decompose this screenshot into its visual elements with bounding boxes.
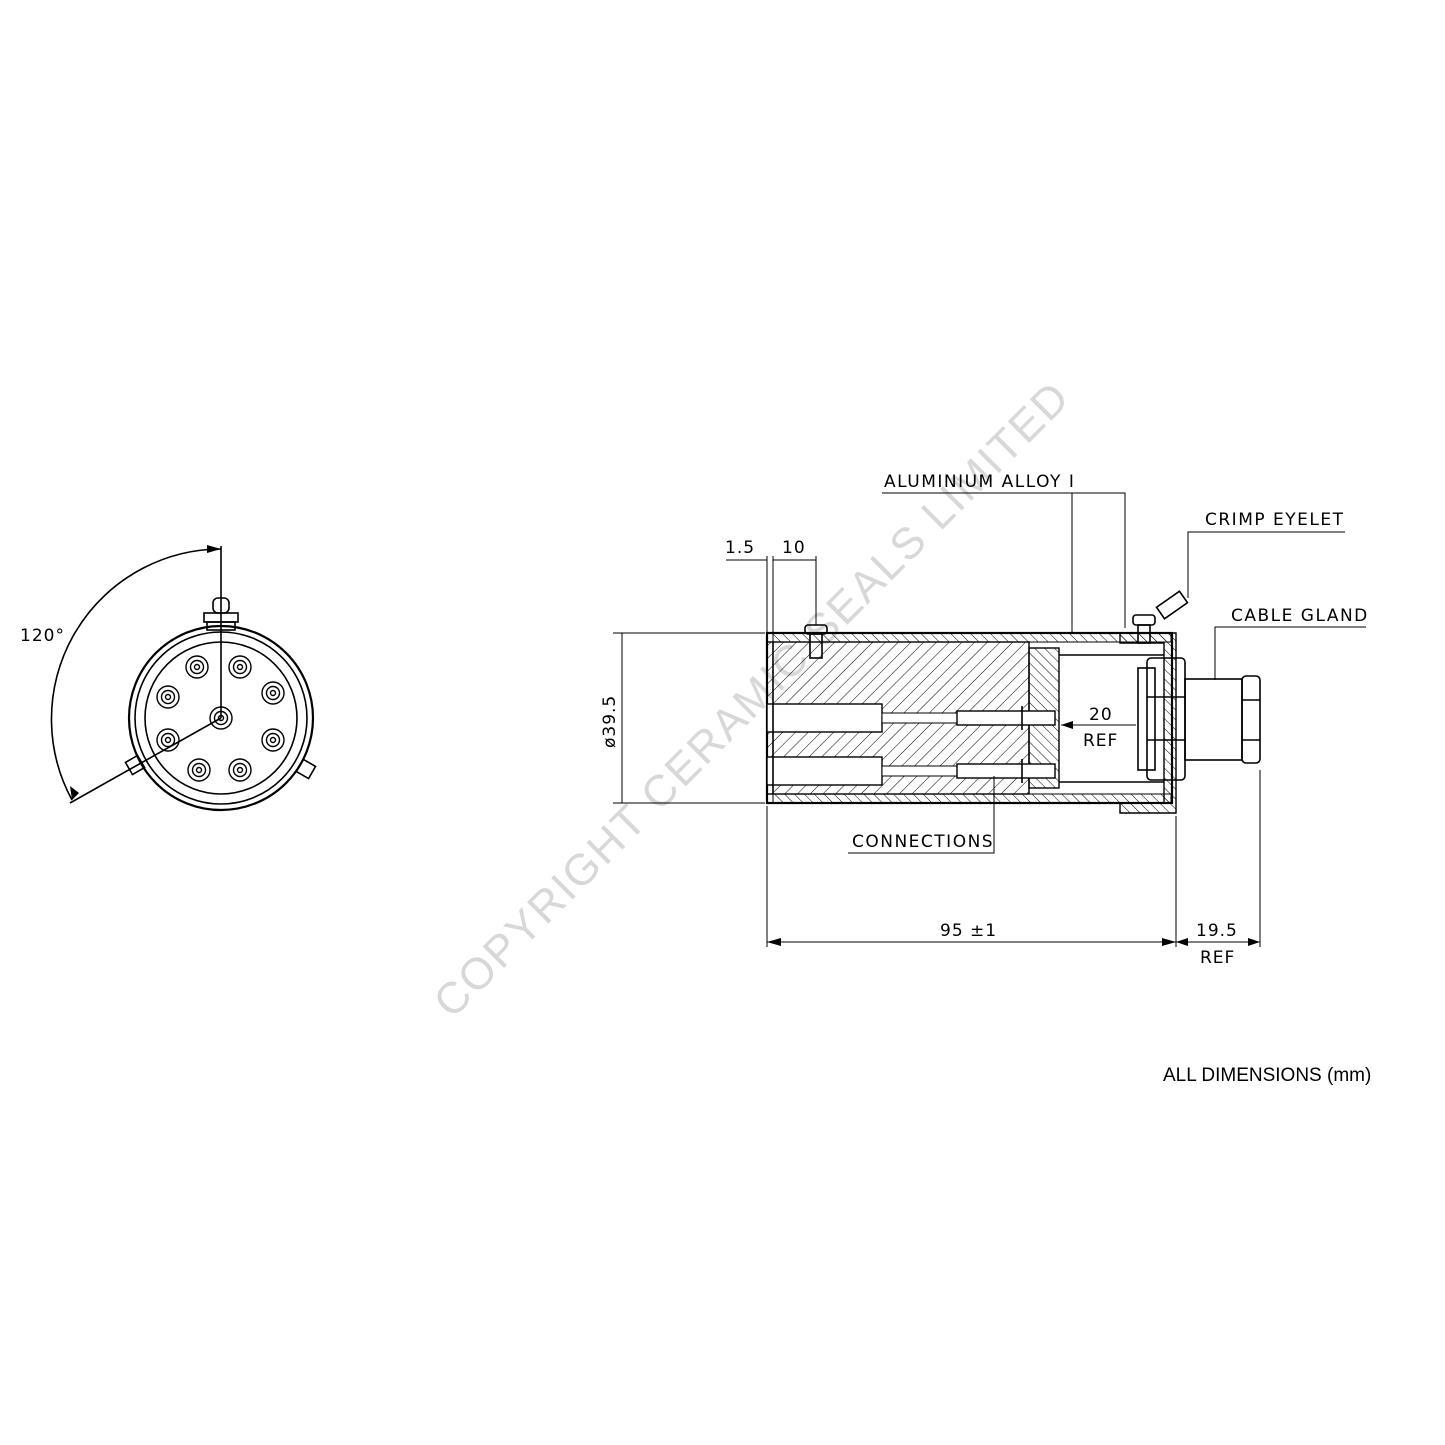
dim-20-label: 20 bbox=[1089, 705, 1113, 725]
bottom-wall-hatch bbox=[772, 793, 1172, 804]
dim-19-ref: REF bbox=[1200, 948, 1235, 968]
pin-inner-ring bbox=[265, 685, 281, 701]
top-wall-hatch bbox=[772, 632, 1172, 643]
dim-95-arrow-right bbox=[1162, 938, 1176, 946]
pin-inner-ring bbox=[160, 732, 176, 748]
pin-outer-ring bbox=[228, 655, 252, 679]
cable-gland bbox=[1137, 657, 1261, 781]
crimp-screw-head bbox=[1132, 614, 1156, 626]
pin-inner-ring bbox=[232, 659, 248, 675]
dim-wall-label: 1.5 bbox=[725, 538, 755, 558]
angle-arrow-top bbox=[207, 545, 221, 553]
pin-inner-ring bbox=[265, 732, 281, 748]
pin-outer-ring bbox=[228, 758, 252, 782]
wire-lower bbox=[881, 765, 958, 777]
pin-center bbox=[236, 663, 244, 671]
pin-inner-ring bbox=[232, 762, 248, 778]
callout-housing: ALUMINIUM ALLOY I bbox=[884, 472, 1075, 492]
angle-oblique-line bbox=[69, 717, 222, 804]
angle-label: 120° bbox=[20, 626, 65, 646]
dim-10-label: 10 bbox=[782, 538, 806, 558]
callout-gland: CABLE GLAND bbox=[1231, 606, 1369, 626]
dim-diameter-label: ø39.5 bbox=[600, 695, 620, 748]
end-view: 120° bbox=[20, 545, 317, 812]
pin-outer-ring bbox=[156, 728, 180, 752]
pin-inner-ring bbox=[191, 762, 207, 778]
dim-19-arrow-right bbox=[1248, 938, 1260, 946]
angle-arrow-bottom bbox=[70, 786, 79, 800]
pin-center bbox=[217, 714, 225, 722]
pin-outer-ring bbox=[156, 685, 180, 709]
dim-19-label: 19.5 bbox=[1196, 921, 1238, 941]
pin-outer-ring bbox=[261, 728, 285, 752]
contact-lower bbox=[956, 763, 1056, 779]
pin-outer-ring bbox=[209, 706, 233, 730]
dim-20-arrow bbox=[1061, 721, 1073, 729]
callout-connections: CONNECTIONS bbox=[852, 832, 994, 852]
right-lug bbox=[295, 758, 317, 780]
dimensions: 1.5 10 ø39.5 20 REF 95 ±1 19.5 REF bbox=[600, 538, 1261, 968]
pin-inner-ring bbox=[213, 710, 229, 726]
callout-crimp: CRIMP EYELET bbox=[1205, 510, 1344, 530]
side-view bbox=[765, 590, 1261, 814]
front-screw-shank bbox=[809, 633, 823, 659]
gland-body bbox=[1184, 678, 1243, 761]
pin-center bbox=[269, 736, 277, 744]
pin-center bbox=[195, 766, 203, 774]
callout-gland-leader bbox=[1214, 626, 1366, 680]
pin-bore-upper bbox=[766, 703, 883, 733]
callout-housing-leader bbox=[882, 492, 1126, 628]
pin-center bbox=[269, 689, 277, 697]
footer-note: ALL DIMENSIONS (mm) bbox=[1163, 1065, 1371, 1086]
pin-inner-ring bbox=[160, 689, 176, 705]
pin-outer-ring bbox=[185, 655, 209, 679]
pin-inner-ring bbox=[189, 659, 205, 675]
top-screw-washer bbox=[206, 621, 236, 631]
pin-center bbox=[236, 766, 244, 774]
gland-cap bbox=[1241, 675, 1261, 764]
dim-19-arrow-left bbox=[1176, 938, 1188, 946]
dim-95-arrow-left bbox=[767, 938, 781, 946]
wire-upper bbox=[881, 712, 958, 724]
callouts: ALUMINIUM ALLOY I CRIMP EYELET CABLE GLA… bbox=[848, 472, 1369, 854]
dim-20-ref: REF bbox=[1083, 731, 1118, 751]
rear-cap bbox=[1119, 632, 1177, 814]
pin-center bbox=[164, 736, 172, 744]
crimp-eyelet bbox=[1155, 590, 1189, 620]
left-lug bbox=[124, 754, 146, 776]
callout-crimp-leader bbox=[1187, 531, 1345, 598]
pin-outer-ring bbox=[261, 681, 285, 705]
pin-outer-ring bbox=[187, 758, 211, 782]
pin-center bbox=[193, 663, 201, 671]
dim-95-label: 95 ±1 bbox=[940, 921, 997, 941]
crimp-screw-shank bbox=[1137, 624, 1151, 644]
pin-group bbox=[156, 655, 285, 782]
callout-connections-leader bbox=[848, 776, 995, 854]
angle-arc bbox=[50, 548, 222, 801]
pin-center bbox=[164, 693, 172, 701]
pin-bore-lower bbox=[766, 756, 883, 786]
contact-upper bbox=[956, 710, 1056, 726]
